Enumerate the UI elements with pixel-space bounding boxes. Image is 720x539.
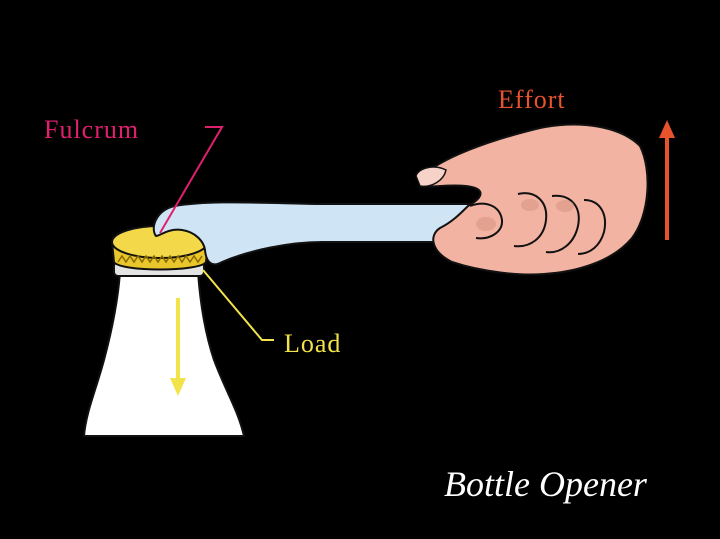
hand — [415, 123, 649, 276]
fulcrum-label: Fulcrum — [44, 115, 139, 144]
effort-label: Effort — [498, 85, 566, 114]
load-label: Load — [284, 329, 341, 358]
bottle — [82, 261, 246, 437]
opener-handle — [152, 201, 490, 266]
fulcrum-pointer — [159, 126, 224, 234]
effort-arrow — [659, 120, 675, 240]
load-pointer — [202, 269, 274, 341]
diagram-caption: Bottle Opener — [444, 464, 648, 504]
load-arrow — [170, 298, 186, 396]
